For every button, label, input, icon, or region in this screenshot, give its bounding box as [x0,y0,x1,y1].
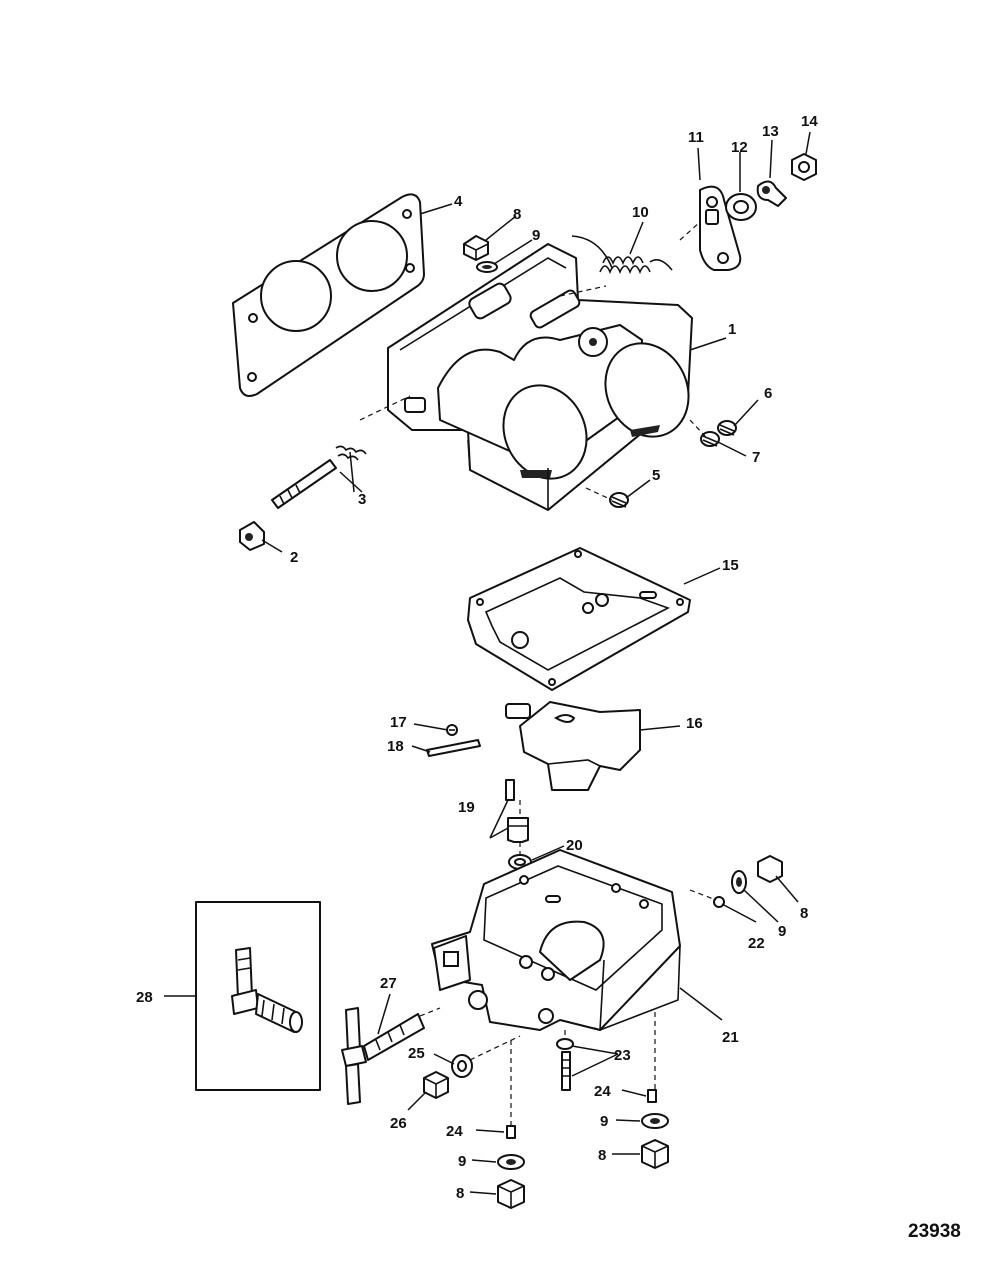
callout-26: 26 [390,1115,407,1132]
part-9-washer-upper [476,261,498,273]
callout-labels: 11 12 13 14 10 8 9 4 1 6 7 5 3 2 15 17 1… [136,113,818,1202]
figure-number: 23938 [908,1221,961,1242]
part-10-spring [571,235,673,275]
part-27-fuel-fitting [341,1007,425,1105]
callout-24-left: 24 [446,1123,463,1140]
part-1-throttle-body [387,243,693,511]
part-12-washer [725,193,757,221]
callout-8-right: 8 [800,905,808,922]
part-21-fuel-bowl [431,849,681,1032]
callout-8-upper: 8 [513,206,521,223]
callout-1: 1 [728,321,736,338]
part-9-washer-lower-right [641,1113,669,1129]
callout-5: 5 [652,467,660,484]
callout-18: 18 [387,738,404,755]
part-5-plug [609,492,629,508]
part-13-tab-washer [756,180,787,207]
part-25-gasket [451,1054,473,1078]
part-15-fuel-bowl-gasket [467,547,691,691]
part-24-jet-right [647,1089,657,1103]
part-22-jet [713,896,725,908]
callout-28: 28 [136,989,153,1006]
callout-17: 17 [390,714,407,731]
part-11-throttle-lever [699,185,742,271]
callout-10: 10 [632,204,649,221]
callout-6: 6 [764,385,772,402]
alignment-lines [359,221,717,1126]
callout-8-lower-left: 8 [456,1185,464,1202]
part-3-idle-mixture-screw [271,445,367,509]
callout-27: 27 [380,975,397,992]
callout-15: 15 [722,557,739,574]
callout-9-upper: 9 [532,227,540,244]
callout-24-right: 24 [594,1083,611,1100]
part-17-screw [446,724,458,736]
part-6-plug [717,420,737,436]
part-26-plug [423,1071,449,1099]
callout-11: 11 [688,129,704,146]
callout-23: 23 [614,1047,631,1064]
callout-25: 25 [408,1045,425,1062]
part-24-jet-left [506,1125,516,1139]
part-16-float [505,701,641,791]
part-9-washer-lower-left [497,1154,525,1170]
part-8-plug-upper [463,235,489,261]
callout-13: 13 [762,123,779,140]
callout-2: 2 [290,549,298,566]
part-18-float-pin [426,739,481,757]
callout-16: 16 [686,715,703,732]
part-8-plug-right [757,855,783,883]
leader-lines [164,131,811,1195]
part-8-plug-lower-left [497,1179,525,1209]
part-19-inlet-needle-and-seat [505,779,529,843]
callout-3: 3 [358,491,366,508]
part-2-limiter-cap [239,521,265,551]
callout-9-lower-right: 9 [600,1113,608,1130]
callout-14: 14 [801,113,818,130]
part-7-plug [700,431,720,447]
callout-8-lower-right: 8 [598,1147,606,1164]
part-23-screw-and-gasket [556,1038,574,1091]
callout-9-right: 9 [778,923,786,940]
part-9-washer-right [731,870,747,894]
callout-12: 12 [731,139,748,156]
part-14-nut [791,153,817,181]
part-4-throttle-body-gasket [232,193,425,397]
callout-9-lower-left: 9 [458,1153,466,1170]
part-28-inset-box [195,901,321,1091]
callout-21: 21 [722,1029,739,1046]
callout-22: 22 [748,935,765,952]
callout-4: 4 [454,193,463,210]
callout-19: 19 [458,799,475,816]
part-8-plug-lower-right [641,1139,669,1169]
callout-20: 20 [566,837,583,854]
callout-7: 7 [752,449,760,466]
